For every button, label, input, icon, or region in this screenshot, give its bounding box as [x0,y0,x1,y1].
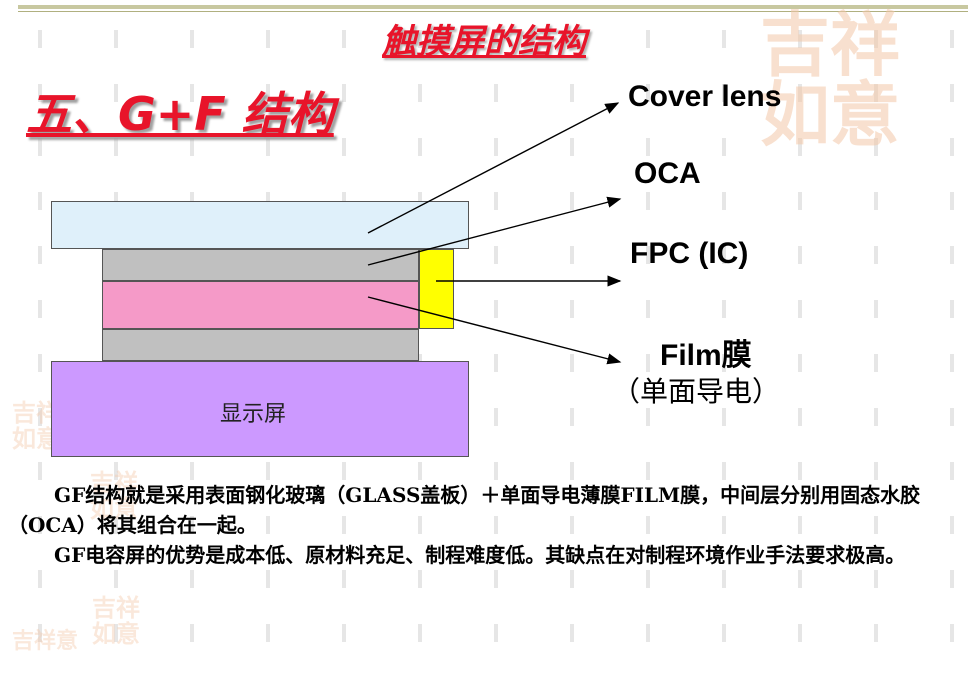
oca-layer-bottom [102,329,419,361]
paragraph-2: GF电容屏的优势是成本低、原材料充足、制程难度低。其缺点在对制程环境作业手法要求… [54,543,906,567]
paragraph-1: GF结构就是采用表面钢化玻璃（GLASS盖板）＋单面导电薄膜FILM膜，中间层分… [8,483,921,537]
watermark-bottom-left: 吉祥意 [12,628,79,654]
arrow-film [367,296,622,365]
slide-title: 触摸屏的结构 [382,22,586,62]
arrow-cover-lens [367,102,620,234]
label-film-note: （单面导电） [612,375,781,408]
label-film: Film膜 [660,339,752,372]
cover-lens-layer [51,201,469,249]
display-label: 显示屏 [220,402,287,427]
top-rule-thin [18,11,968,12]
film-layer [102,281,419,329]
section-title: 五、G+F 结构 [26,87,334,141]
display-layer [51,361,469,457]
arrow-oca [367,196,622,266]
watermark-top-right: 吉祥 如意 [760,3,900,156]
watermark-center: 吉祥 如意 [90,468,138,523]
label-fpc: FPC (IC) [630,237,749,270]
label-oca: OCA [634,157,701,190]
watermark-bottom-center: 吉祥 如意 [92,593,140,648]
top-rule [18,5,968,9]
fpc-layer [419,249,454,329]
oca-layer-top [102,249,419,281]
label-cover-lens: Cover lens [628,80,782,113]
